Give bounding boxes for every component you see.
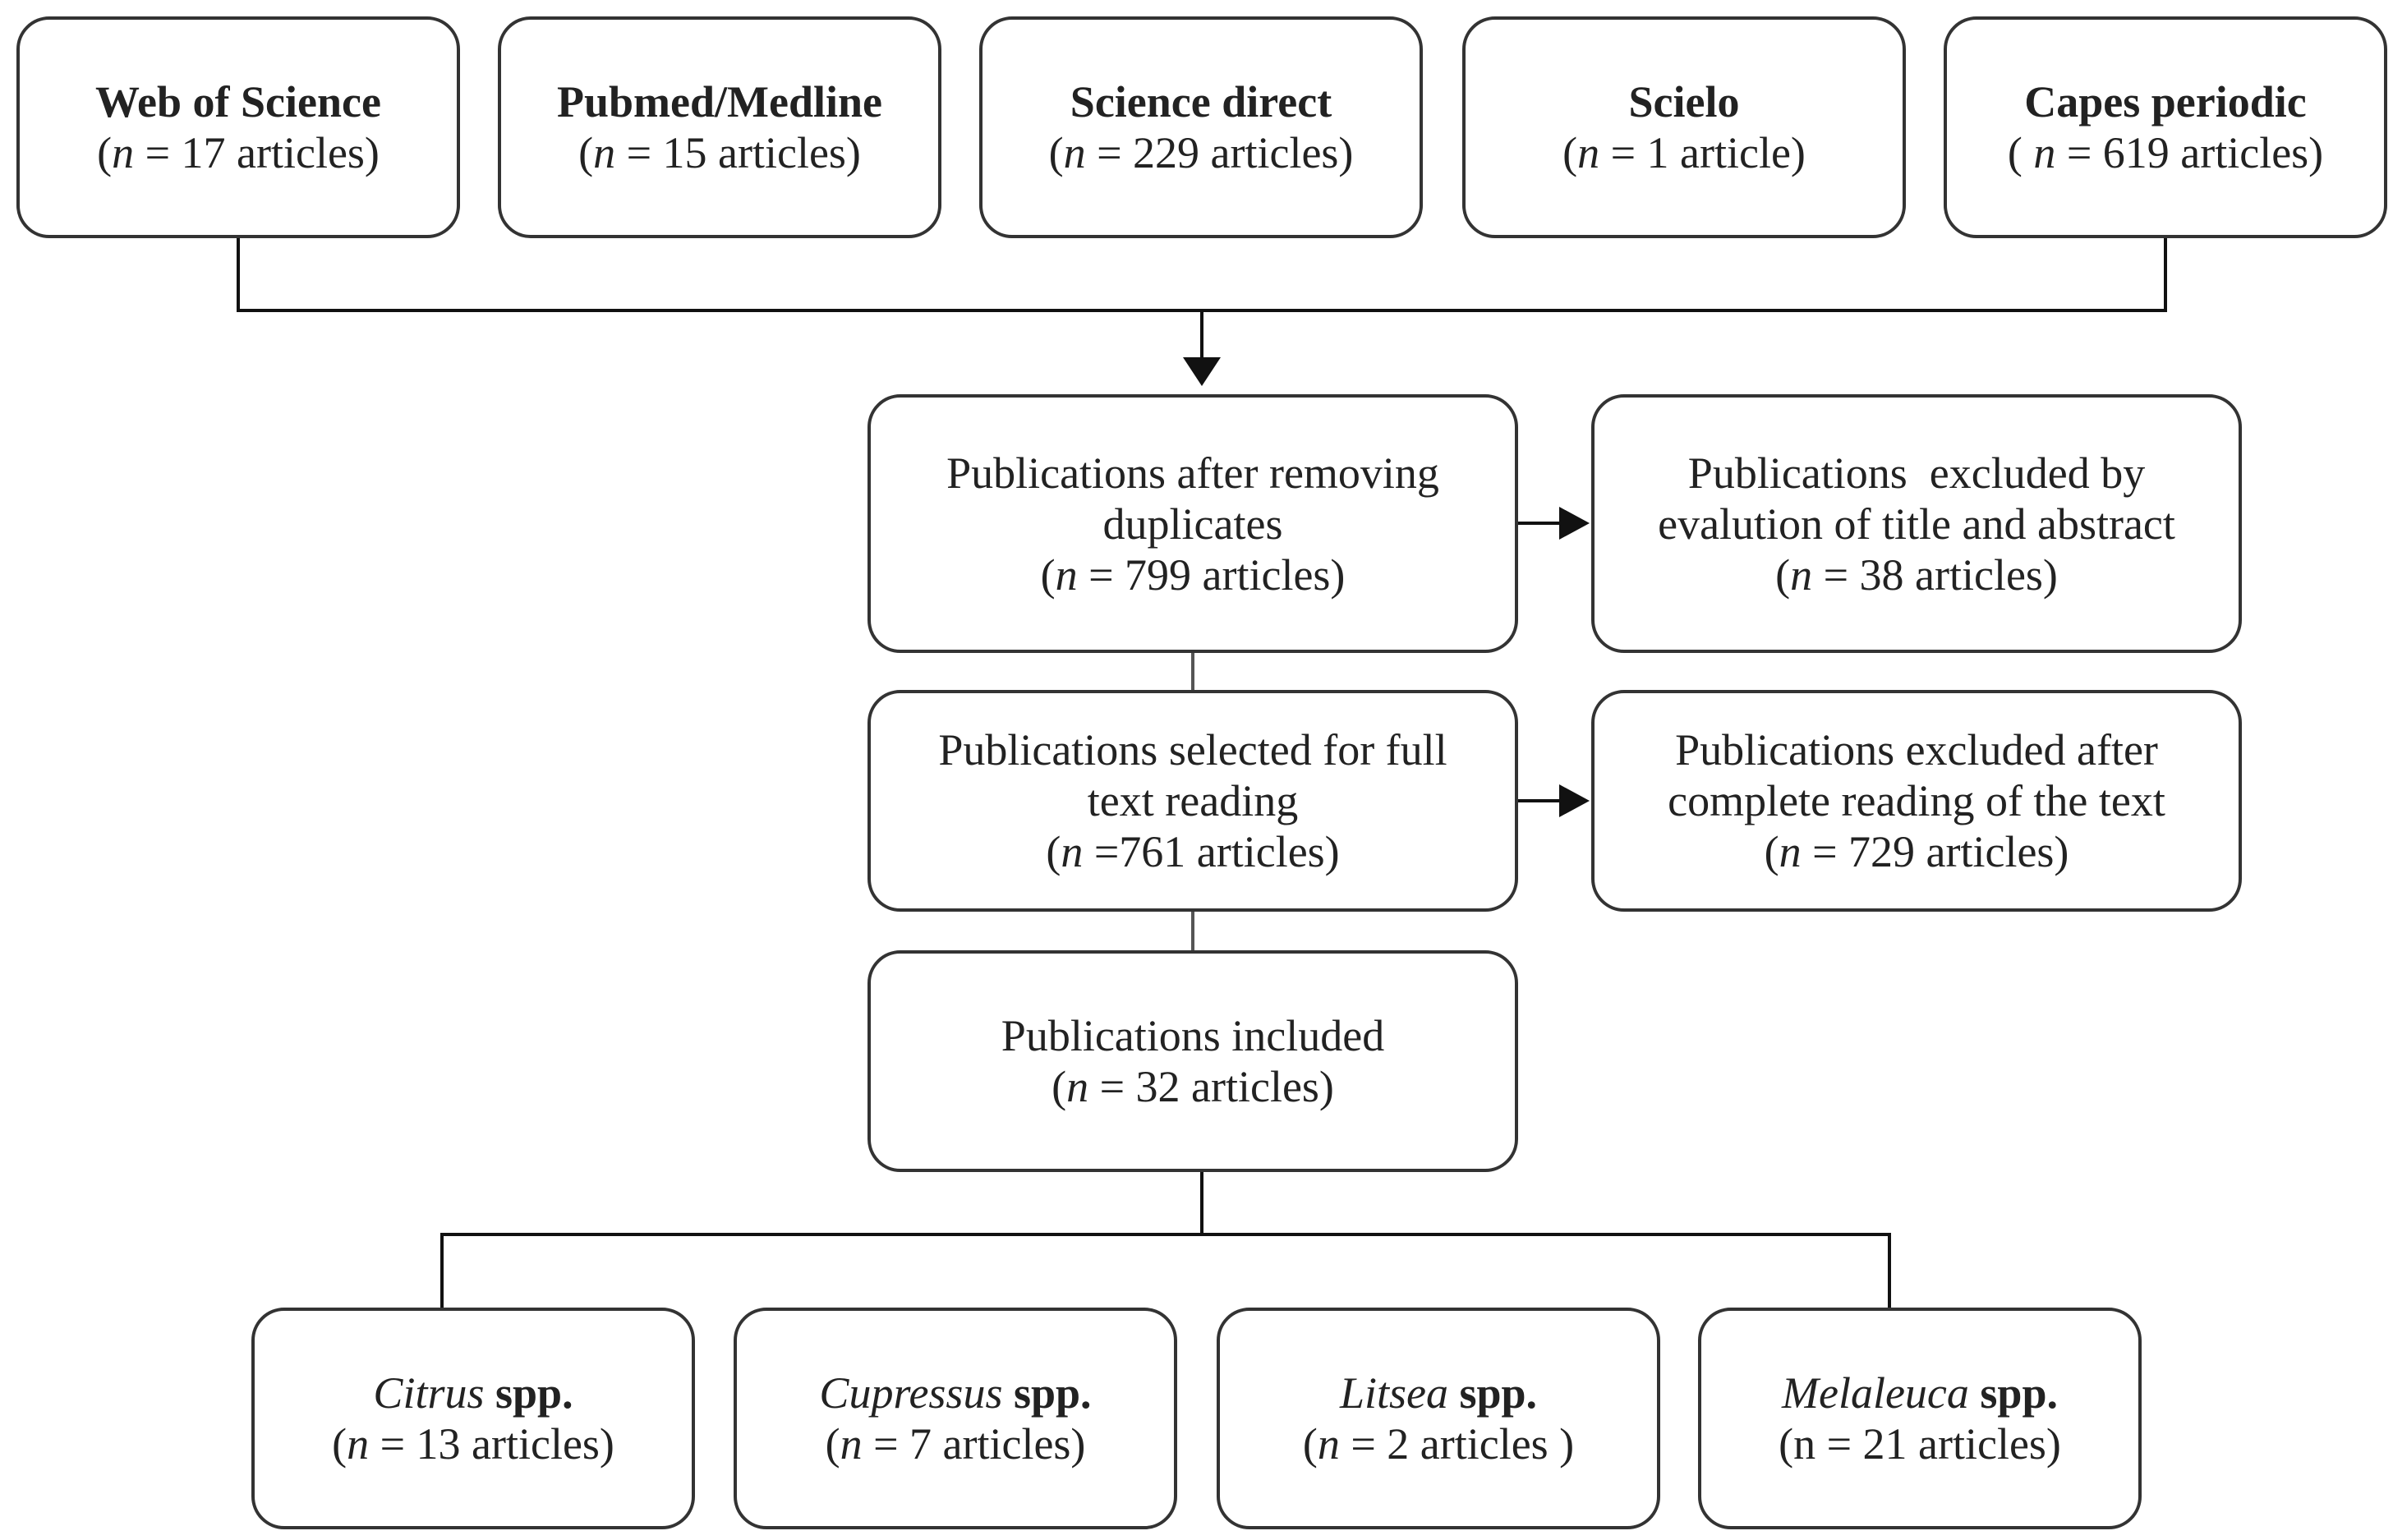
excluded-count: (n = 38 articles)	[1775, 549, 2058, 600]
source-box-capes-periodic: Capes periodic ( n = 619 articles)	[1944, 16, 2387, 238]
excluded-label-line2: complete reading of the text	[1668, 776, 2165, 825]
excluded-label-line1: Publications excluded by	[1687, 448, 2146, 498]
source-name: Scielo	[1628, 77, 1740, 126]
source-box-pubmed-medline: Pubmed/Medline (n = 15 articles)	[498, 16, 941, 238]
genus-distribution-line	[440, 1172, 1891, 1308]
genus-count: (n = 2 articles )	[1302, 1419, 1575, 1469]
source-count: (n = 15 articles)	[578, 128, 861, 177]
genus-count: (n = 7 articles)	[825, 1419, 1086, 1469]
genus-count: (n = 13 articles)	[332, 1419, 614, 1469]
source-count: ( n = 619 articles)	[2007, 128, 2324, 177]
excluded-count: (n = 729 articles)	[1764, 827, 2069, 876]
genus-box-cupressus: Cupressus spp. (n = 7 articles)	[734, 1308, 1177, 1529]
excluded-full-text-box: Publications excluded after complete rea…	[1591, 690, 2242, 912]
source-count: (n = 17 articles)	[97, 128, 380, 177]
source-count: (n = 229 articles)	[1048, 128, 1354, 177]
genus-label: Litsea spp.	[1339, 1368, 1538, 1418]
genus-count: (n = 21 articles)	[1779, 1419, 2061, 1469]
excluded-label-line2: evalution of title and abstract	[1658, 499, 2175, 549]
step-included-box: Publications included (n = 32 articles)	[867, 950, 1518, 1172]
step-count: (n =761 articles)	[1046, 827, 1340, 876]
arrowhead-to-dedup	[1183, 357, 1221, 386]
genus-box-citrus: Citrus spp. (n = 13 articles)	[251, 1308, 695, 1529]
step-count: (n = 32 articles)	[1052, 1062, 1334, 1111]
source-name: Capes periodic	[2024, 77, 2307, 126]
step-label-line2: duplicates	[1102, 499, 1283, 549]
source-collector-line	[237, 238, 2167, 312]
source-count: (n = 1 article)	[1562, 128, 1806, 177]
genus-label: Citrus spp.	[373, 1368, 573, 1418]
source-name: Web of Science	[95, 77, 381, 126]
step-label-line1: Publications after removing	[946, 448, 1439, 498]
step-label-line1: Publications selected for full	[938, 725, 1447, 775]
step-count: (n = 799 articles)	[1040, 549, 1346, 600]
arrowhead-to-excl-title	[1559, 507, 1590, 540]
step-full-text-box: Publications selected for full text read…	[867, 690, 1518, 912]
excluded-label-line1: Publications excluded after	[1675, 725, 2158, 775]
source-box-web-of-science: Web of Science (n = 17 articles)	[16, 16, 460, 238]
genus-label: Melaleuca spp.	[1782, 1368, 2058, 1418]
step-label-line2: text reading	[1087, 776, 1299, 825]
genus-box-litsea: Litsea spp. (n = 2 articles )	[1217, 1308, 1660, 1529]
source-name: Pubmed/Medline	[556, 77, 882, 126]
source-box-scielo: Scielo (n = 1 article)	[1462, 16, 1906, 238]
step-after-duplicates-box: Publications after removing duplicates (…	[867, 394, 1518, 653]
genus-box-melaleuca: Melaleuca spp. (n = 21 articles)	[1698, 1308, 2142, 1529]
step-label-line1: Publications included	[1001, 1011, 1385, 1060]
source-name: Science direct	[1070, 77, 1332, 126]
genus-label: Cupressus spp.	[819, 1368, 1092, 1418]
arrowhead-to-excl-text	[1559, 784, 1590, 817]
source-box-science-direct: Science direct (n = 229 articles)	[979, 16, 1423, 238]
excluded-title-abstract-box: Publications excluded by evalution of ti…	[1591, 394, 2242, 653]
